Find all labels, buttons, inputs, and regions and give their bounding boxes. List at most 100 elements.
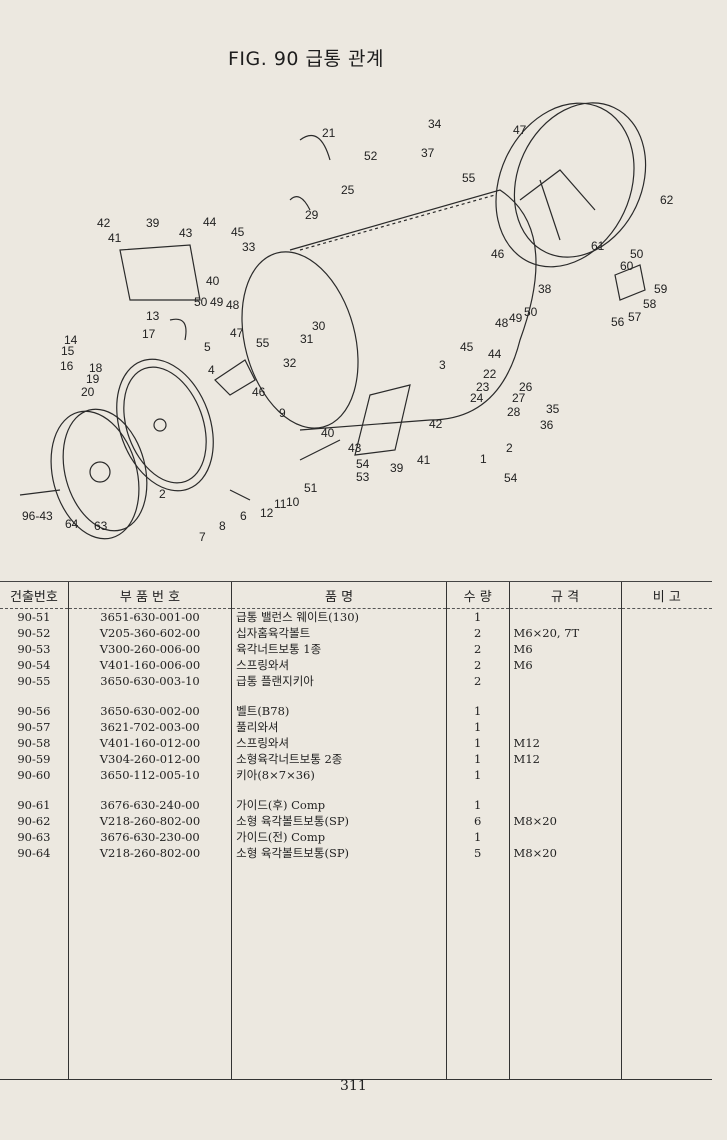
cell-part-name: 소형 육각볼트보통(SP) [231,845,447,861]
part-callout: 53 [356,470,370,484]
part-callout: 33 [242,240,256,254]
part-callout: 40 [321,426,335,440]
cell-spec: M6 [508,657,622,673]
part-callout: 38 [538,282,552,296]
cell-ref-number: 90-54 [17,658,51,672]
cell-spec: M12 [508,751,622,767]
part-callout: 12 [260,506,274,520]
cell-remarks [620,657,712,673]
front-flange [50,408,148,540]
cell-part-name: 키아(8×7×36) [231,767,447,783]
part-callout: 61 [591,239,605,253]
part-callout: 59 [654,282,668,296]
cell-part-name: 급통 밸런스 웨이트(130) [231,608,447,625]
part-callout: 1 [480,452,487,466]
cell-ref-number: 90-56 [17,704,51,718]
cell-ref-number: 90-57 [17,720,51,734]
cell-remarks [620,625,712,641]
col-part-name: 품 명 [231,581,447,609]
part-callout: 10 [286,495,300,509]
cell-part-number: V401-160-012-00 [67,735,232,751]
cell-spec [508,829,622,845]
part-callout: 8 [219,519,226,533]
cell-quantity: 1 [445,829,510,845]
cell-quantity: 5 [445,845,510,861]
cell-part-number: 3676-630-230-00 [67,829,232,845]
part-callout: 18 [89,361,103,375]
cell-remarks [620,751,712,767]
spacer-row [0,861,712,1080]
part-callout: 11 [274,497,287,511]
cell-remarks [620,845,712,861]
cell-part-number: V300-260-006-00 [67,641,232,657]
part-callout: 47 [513,123,527,137]
part-callout: 31 [300,332,314,346]
cell-remarks [620,813,712,829]
cell-part-name: 가이드(후) Comp [231,797,447,813]
part-callout: 49 [210,295,224,309]
cell-quantity: 1 [445,797,510,813]
part-callout: 50 [630,247,644,261]
cell-spec: M8×20 [508,845,622,861]
cell-quantity: 6 [445,813,510,829]
cell-quantity: 2 [445,641,510,657]
cell-part-number: V304-260-012-00 [67,751,232,767]
cell-part-number: 3650-630-002-00 [67,703,232,719]
part-callout: 36 [540,418,554,432]
part-callout: 43 [179,226,193,240]
part-callout: 42 [429,417,443,431]
part-callout: 3 [439,358,446,372]
cell-spec [508,719,622,735]
cell-remarks [620,641,712,657]
cell-part-name: 급통 플랜지키아 [231,673,447,689]
spacer-row [0,689,712,703]
part-callout: 35 [546,402,560,416]
part-callout: 60 [620,259,634,273]
part-callout: 50 [194,295,208,309]
part-callout: 55 [256,336,270,350]
part-callout: 25 [341,183,355,197]
part-callout: 46 [491,247,505,261]
cell-part-name: 스프링와셔 [231,657,447,673]
part-callout: 45 [231,225,245,239]
part-callout: 52 [364,149,378,163]
cell-ref-number: 90-58 [17,736,51,750]
cell-part-name: 풀리와셔 [231,719,447,735]
cell-remarks [620,767,712,783]
part-callout: 39 [146,216,160,230]
cell-part-name: 십자홈육각볼트 [231,625,447,641]
part-callout: 64 [65,517,79,531]
cell-remarks [620,703,712,719]
cell-part-number: 3650-112-005-10 [67,767,232,783]
col-ref-number: 건출번호 [0,581,69,609]
part-callout: 15 [61,344,75,358]
part-callout: 19 [86,372,100,386]
cell-part-number: 3676-630-240-00 [67,797,232,813]
part-callout: 21 [322,126,336,140]
cell-ref-number: 90-59 [17,752,51,766]
cell-quantity: 1 [445,719,510,735]
part-callout: 96-43 [22,509,53,523]
part-callout: 44 [203,215,217,229]
part-callout: 57 [628,310,642,324]
cell-spec [508,797,622,813]
cell-part-name: 소형 육각볼트보통(SP) [231,813,447,829]
col-quantity: 수 량 [445,581,510,609]
part-callout: 34 [428,117,442,131]
cell-part-number: V401-160-006-00 [67,657,232,673]
cell-part-number: V218-260-802-00 [67,845,232,861]
cell-ref-number: 90-53 [17,642,51,656]
part-callout: 6 [240,509,247,523]
part-callout: 48 [495,316,509,330]
